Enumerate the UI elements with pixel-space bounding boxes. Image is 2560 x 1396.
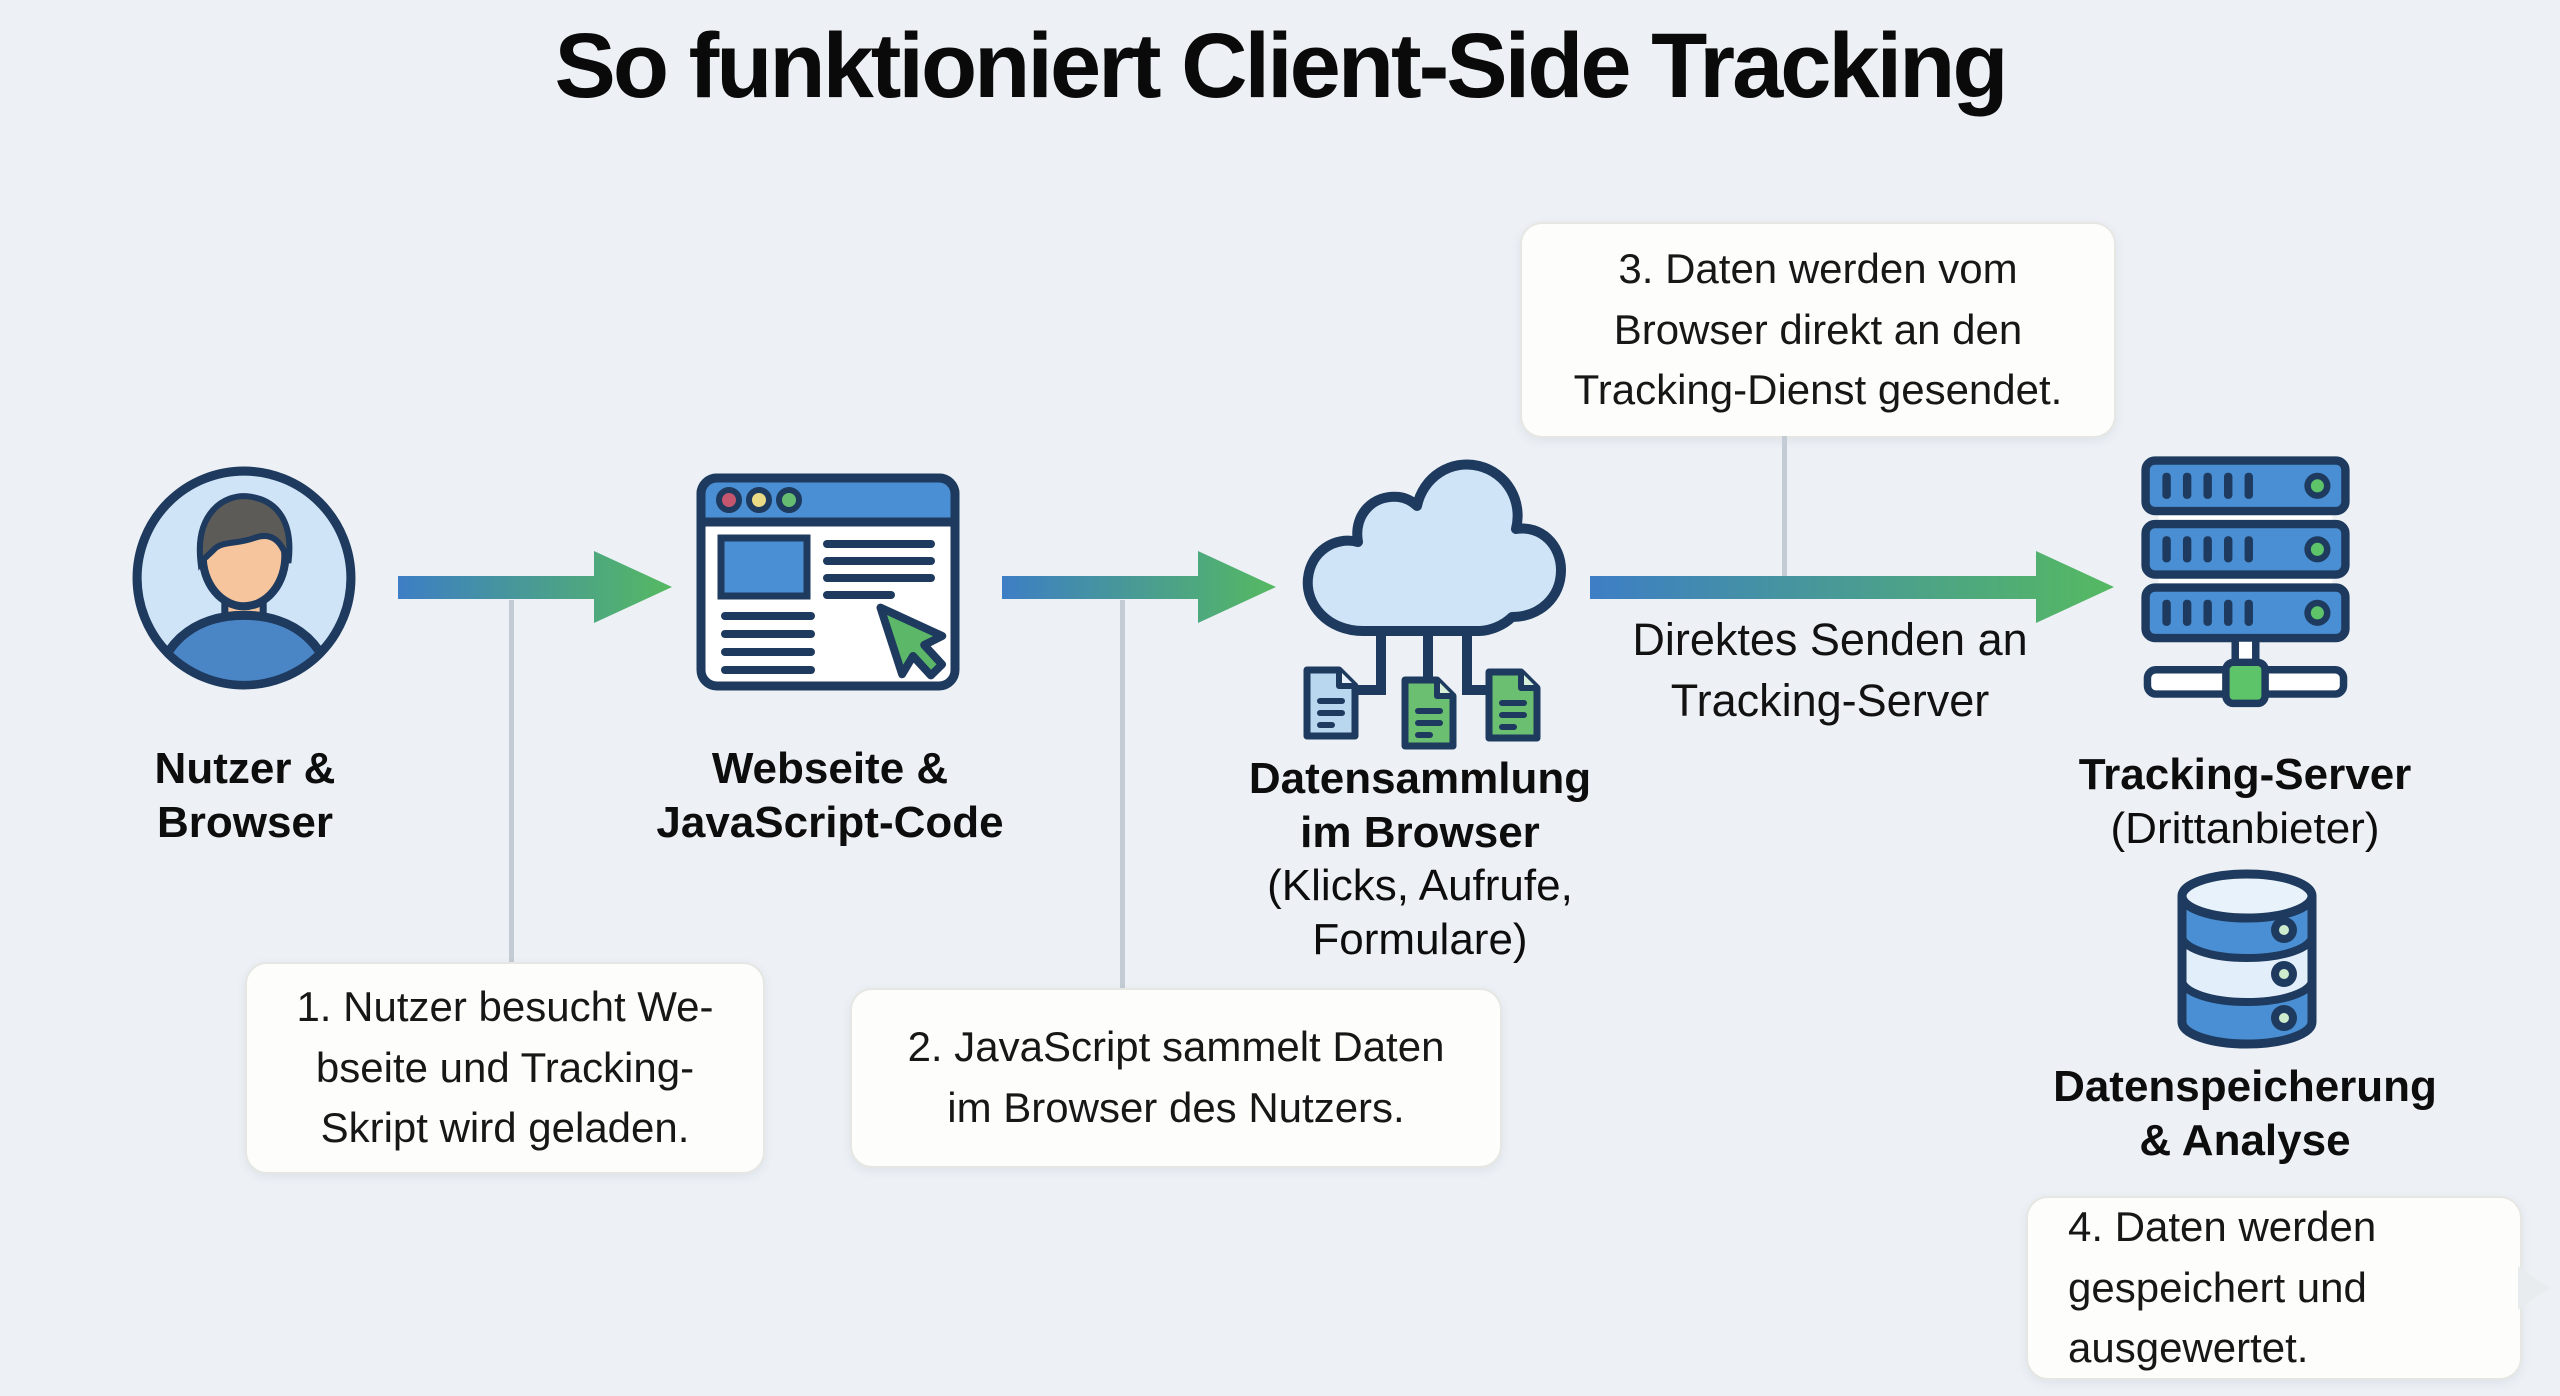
browser-image-block [717,534,811,600]
database-top [2177,869,2317,923]
server-unit [2141,583,2350,643]
database-led [2279,1013,2289,1023]
node-sublabel-line: (Klicks, Aufrufe, [1267,861,1573,911]
connector-line [1120,600,1125,990]
window-dot-yellow [746,487,772,513]
connector-line [509,600,514,966]
callout-tail [2518,1266,2550,1311]
server-led [2310,479,2324,493]
database-icon [2177,869,2317,1049]
callout-text-line: 2. JavaScript sammelt Daten [907,1023,1445,1071]
node-label-line: Webseite & [711,744,949,793]
server-led [2310,542,2324,556]
window-dot-green [776,487,802,513]
server-unit [2141,519,2350,579]
callout-text-line: bseite und Tracking- [315,1043,695,1091]
node-label-line: Tracking-Server [2078,750,2412,799]
cloud-stem [1354,621,1386,695]
node-sublabel-line: Formulare) [1312,915,1528,965]
callout-text-line: ausgewertet. [2068,1324,2309,1372]
database-led [2279,969,2289,979]
flow-arrow-icon [1590,551,2114,623]
cursor-arrow-icon [876,603,947,680]
flow-arrow-icon [1002,551,1276,623]
server-unit [2141,456,2350,516]
node-label-collection: Datensammlung im Browser (Klicks, Aufruf… [1230,752,1610,967]
node-label-line: Datensammlung [1248,754,1592,803]
avatar-hair [196,493,293,571]
node-label-line: Browser [156,797,334,847]
user-avatar-icon [132,466,356,690]
callout-text-line: 3. Daten werden vom [1618,244,2018,292]
callout-step-2: 2. JavaScript sammelt Daten im Browser d… [850,988,1502,1168]
node-label-server: Tracking-Server (Drittanbieter) [2065,748,2425,855]
browser-window-icon [696,473,960,691]
cloud-shape [1302,459,1566,636]
callout-text-line: im Browser des Nutzers. [947,1084,1405,1131]
node-sublabel-line: (Drittanbieter) [2110,803,2380,853]
node-label-user: Nutzer & Browser [95,742,395,849]
window-dot-red [716,487,742,513]
callout-step-4: 4. Daten werden gespeichert und ausgewer… [2026,1196,2550,1380]
callout-text-line: Skript wird geladen. [320,1104,690,1152]
document-icon-blue [1303,666,1359,740]
callout-step-1: 1. Nutzer besucht We- bseite und Trackin… [245,962,765,1174]
server-led [2310,606,2324,620]
document-icon-green [1401,676,1457,750]
database-led [2279,925,2289,935]
document-icon-green [1485,668,1541,742]
page-title: So funktioniert Client-Side Tracking [554,15,2008,117]
node-label-website: Webseite & JavaScript-Code [645,742,1015,849]
callout-step-3: 3. Daten werden vom Browser direkt an de… [1520,222,2116,438]
node-label-line: Datenspeicherung [2053,1062,2437,1111]
node-label-storage: Datenspeicherung & Analyse [2035,1060,2455,1167]
cloud-data-icon [1302,459,1566,750]
node-label-line: im Browser [1300,807,1540,857]
callout-text-line: Tracking-Dienst gesendet. [1573,366,2063,414]
arrow-label-line: Direktes Senden an [1632,614,2028,665]
callout-text-line: 1. Nutzer besucht We- [296,982,714,1030]
server-stack-icon [2141,456,2350,708]
arrow-label-line: Tracking-Server [1670,674,1990,726]
node-label-line: & Analyse [2139,1115,2351,1165]
callout-text-line: Browser direkt an den [1613,305,2023,353]
node-label-line: Nutzer & [154,744,336,793]
connector-line [1782,436,1787,576]
callout-text-line: gespeichert und [2068,1263,2367,1311]
server-hub-square [2222,658,2269,708]
flow-arrow-icon [398,551,672,623]
arrow-label: Direktes Senden an Tracking-Server [1610,610,2050,732]
callout-text-line: 4. Daten werden [2068,1202,2377,1250]
cloud-stem [1462,621,1492,695]
node-label-line: JavaScript-Code [656,797,1004,847]
